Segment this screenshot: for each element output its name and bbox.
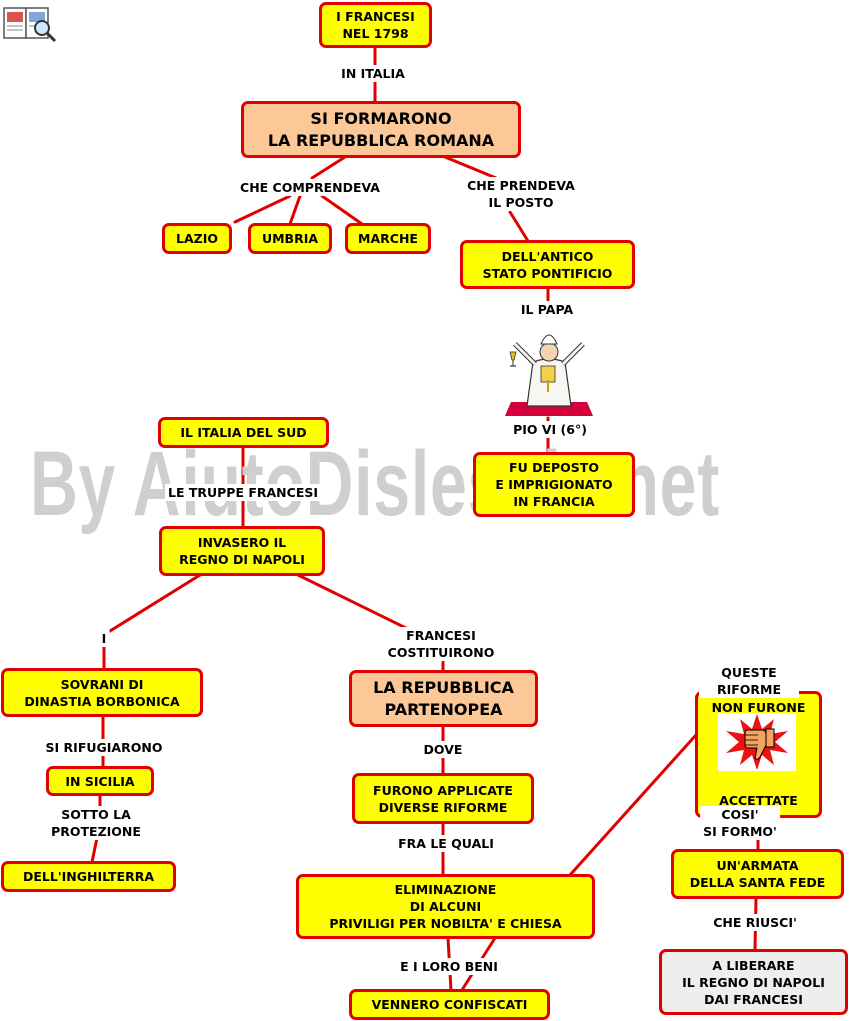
label-si-rifugiarono: SI RIFUGIARONO (42, 739, 166, 756)
node-deposto: FU DEPOSTO E IMPRIGIONATO IN FRANCIA (473, 452, 635, 517)
label-e-i-loro-beni: E I LORO BENI (397, 958, 501, 975)
node-confiscati: VENNERO CONFISCATI (349, 989, 550, 1020)
node-repubblica-romana: SI FORMARONO LA REPUBBLICA ROMANA (241, 101, 521, 158)
node-non-furone-label: NON FURONE (711, 700, 806, 715)
label-il-papa: IL PAPA (517, 301, 577, 318)
label-che-comprendeva: CHE COMPRENDEVA (237, 179, 383, 196)
node-umbria: UMBRIA (248, 223, 332, 254)
node-marche: MARCHE (345, 223, 431, 254)
node-lazio: LAZIO (162, 223, 232, 254)
node-regno-napoli: INVASERO IL REGNO DI NAPOLI (159, 526, 325, 576)
label-le-truppe: LE TRUPPE FRANCESI (164, 484, 322, 501)
node-eliminazione: ELIMINAZIONE DI ALCUNI PRIVILIGI PER NOB… (296, 874, 595, 939)
node-francesi-1798: I FRANCESI NEL 1798 (319, 2, 432, 48)
label-fra-le-quali: FRA LE QUALI (395, 835, 497, 852)
node-armata: UN'ARMATA DELLA SANTA FEDE (671, 849, 844, 899)
label-che-prendeva: CHE PRENDEVA IL POSTO (464, 177, 578, 211)
node-stato-pontificio: DELL'ANTICO STATO PONTIFICIO (460, 240, 635, 289)
label-queste-riforme: QUESTE RIFORME (699, 664, 799, 698)
label-pio-vi: PIO VI (6°) (510, 421, 590, 438)
label-i: I (98, 630, 110, 647)
label-cosi-si-formo: COSI' SI FORMO' (700, 806, 780, 840)
node-sovrani: SOVRANI DI DINASTIA BORBONICA (1, 668, 203, 717)
node-liberare: A LIBERARE IL REGNO DI NAPOLI DAI FRANCE… (659, 949, 848, 1015)
thumbs-down-icon (718, 713, 796, 771)
label-dove: DOVE (420, 741, 466, 758)
node-sicilia: IN SICILIA (46, 766, 154, 796)
book-magnifier-icon (3, 7, 57, 43)
label-in-italia: IN ITALIA (338, 65, 408, 82)
label-francesi-costituirono: FRANCESI COSTITUIRONO (384, 627, 498, 661)
node-accettate-label: ACCETTATE (719, 793, 798, 808)
node-italia-sud: IL ITALIA DEL SUD (158, 417, 329, 448)
node-repubblica-partenopea: LA REPUBBLICA PARTENOPEA (349, 670, 538, 727)
label-che-riusci: CHE RIUSCI' (710, 914, 800, 931)
node-riforme: FURONO APPLICATE DIVERSE RIFORME (352, 773, 534, 824)
pope-figure-icon (505, 334, 593, 416)
node-inghilterra: DELL'INGHILTERRA (1, 861, 176, 892)
label-sotto-la-protezione: SOTTO LA PROTEZIONE (48, 806, 144, 840)
